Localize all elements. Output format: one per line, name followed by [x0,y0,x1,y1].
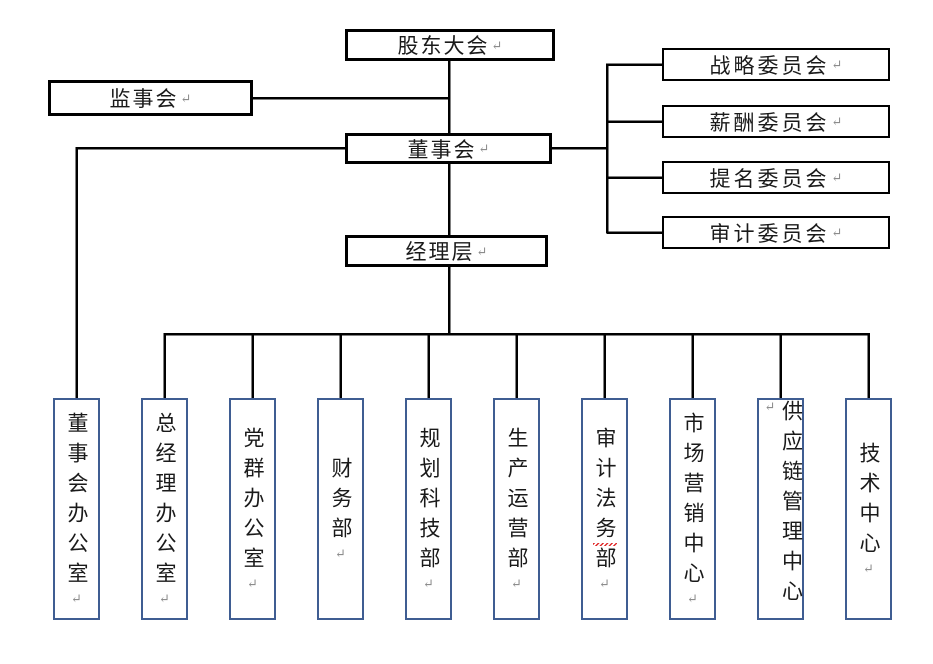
paragraph-mark: ↵ [862,561,877,577]
node-supervisory-board[interactable]: 监事会↵ [48,80,253,116]
paragraph-mark: ↵ [686,591,701,607]
paragraph-mark: ↵ [476,243,488,259]
node-strategy-committee[interactable]: 战略委员会↵ [662,48,890,81]
node-audit-committee[interactable]: 审计委员会↵ [662,216,890,249]
node-board-of-directors[interactable]: 董事会↵ [345,133,552,164]
paragraph-mark: ↵ [158,591,173,607]
paragraph-mark: ↵ [70,591,85,607]
paragraph-mark: ↵ [478,141,490,156]
strategy-committee-label: 战略委员会 [709,53,830,78]
paragraph-mark: ↵ [422,576,437,592]
node-party-mass-office[interactable]: 党群办公室↵ [229,398,276,620]
paragraph-mark: ↵ [510,576,525,592]
board-office-label: 董事会办公室 [65,411,89,592]
node-management-level[interactable]: 经理层↵ [345,235,548,267]
marketing-center-label: 市场营销中心 [681,411,705,592]
paragraph-mark: ↵ [831,57,843,72]
supervisory-board-label: 监事会 [109,87,179,111]
compensation-committee-label: 薪酬委员会 [709,110,830,135]
audit-legal-dept-label-prefix: 审计法 [593,426,617,517]
planning-tech-dept-label: 规划科技部 [417,426,441,577]
party-mass-office-label: 党群办公室 [241,426,265,577]
node-production-operations-dept[interactable]: 生产运营部↵ [493,398,540,620]
node-gm-office[interactable]: 总经理办公室↵ [141,398,188,620]
paragraph-mark: ↵ [831,170,843,185]
paragraph-mark: ↵ [831,114,843,129]
node-nomination-committee[interactable]: 提名委员会↵ [662,161,890,194]
board-of-directors-label: 董事会 [407,137,477,162]
node-supply-chain-center[interactable]: 供应链管理中心↵ [757,398,804,620]
audit-legal-dept-label-misspelled: 务 [593,516,617,547]
supply-chain-center-label: 供应链管理中心 [779,400,804,610]
node-planning-tech-dept[interactable]: 规划科技部↵ [405,398,452,620]
paragraph-mark: ↵ [334,546,349,562]
node-technology-center[interactable]: 技术中心↵ [845,398,892,620]
paragraph-mark: ↵ [246,576,261,592]
nomination-committee-label: 提名委员会 [709,166,830,191]
paragraph-mark: ↵ [598,576,613,592]
management-level-label: 经理层 [405,240,475,264]
node-finance-dept[interactable]: 财务部↵ [317,398,364,620]
paragraph-mark: ↵ [491,37,503,53]
paragraph-mark: ↵ [180,90,192,106]
paragraph-mark: ↵ [831,225,843,240]
node-shareholders-meeting[interactable]: 股东大会↵ [345,29,555,61]
audit-committee-label: 审计委员会 [709,221,830,246]
production-operations-dept-label: 生产运营部 [505,426,529,577]
node-board-office[interactable]: 董事会办公室↵ [53,398,100,620]
paragraph-mark: ↵ [763,400,779,415]
gm-office-label: 总经理办公室 [153,411,177,592]
audit-legal-dept-label-suffix: 部 [593,546,617,577]
node-compensation-committee[interactable]: 薪酬委员会↵ [662,105,890,138]
finance-dept-label: 财务部 [329,456,353,547]
node-marketing-center[interactable]: 市场营销中心↵ [669,398,716,620]
shareholders-meeting-label: 股东大会 [397,34,490,58]
technology-center-label: 技术中心 [857,441,881,562]
node-audit-legal-dept[interactable]: 审计法务部↵ [581,398,628,620]
